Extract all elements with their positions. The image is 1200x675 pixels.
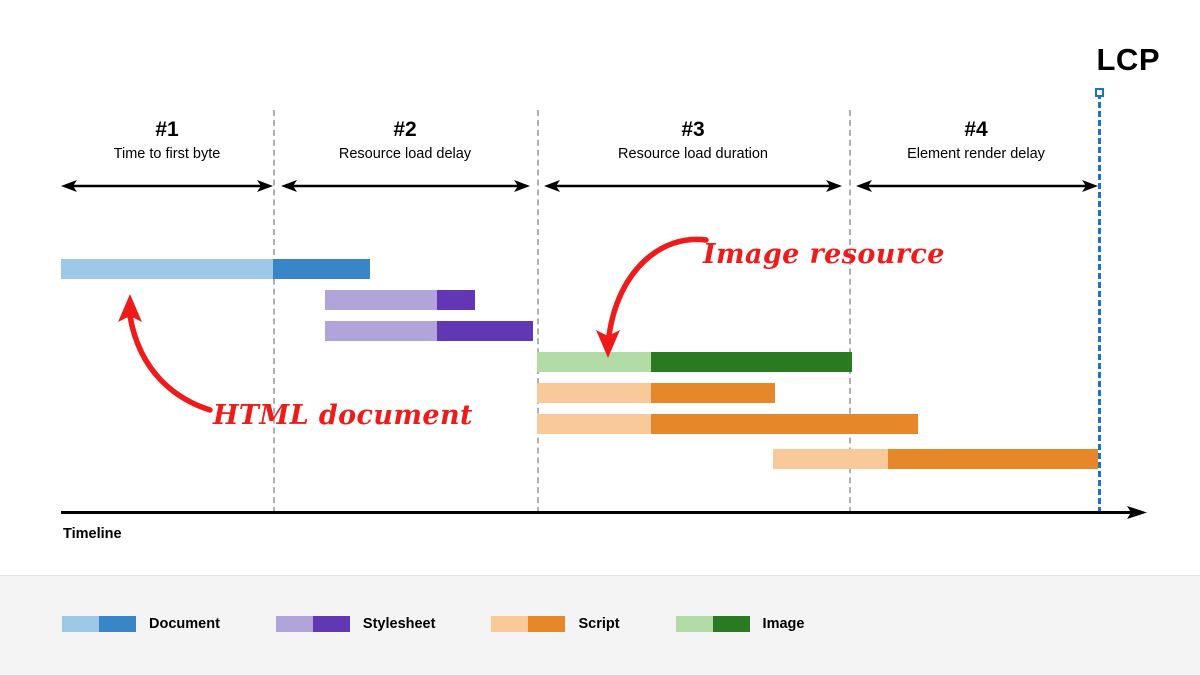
lcp-title: LCP [1096,42,1160,77]
resource-bar-stylesheet-2 [325,290,475,310]
image-resource-arrow-icon [588,232,713,362]
legend-swatch-image [675,616,750,632]
legend-swatch-script [491,616,566,632]
lcp-marker-icon [1095,88,1104,97]
phase-4-number: #4 [964,118,988,141]
phase-1-span-arrow-icon [61,180,273,192]
legend-swatch-document [62,616,136,632]
phase-3-span-arrow-icon [544,180,842,192]
bar-segment-transfer [651,383,775,403]
legend-label-stylesheet: Stylesheet [362,616,436,632]
legend-panel: Document Stylesheet Script Image [0,575,1200,675]
legend-label-image: Image [762,616,805,632]
legend-item-document[interactable]: Document [62,616,220,632]
legend-item-image[interactable]: Image [675,616,805,632]
bar-segment-wait [325,321,437,341]
bar-segment-wait [537,414,651,434]
legend-item-stylesheet[interactable]: Stylesheet [275,616,436,632]
bar-segment-transfer [651,352,852,372]
phase-4-label: Element render delay [907,146,1045,163]
bar-segment-transfer [437,290,475,310]
legend-label-script: Script [578,616,620,632]
bar-segment-wait [773,449,888,469]
phase-3-number: #3 [681,118,705,141]
resource-bar-script-5 [537,383,775,403]
legend-item-script[interactable]: Script [491,616,620,632]
phase-2-label: Resource load delay [338,146,472,163]
resource-bar-script-7 [773,449,1098,469]
phase-divider-2 [537,110,539,513]
resource-bar-image-4 [537,352,852,372]
bar-segment-wait [537,383,651,403]
lcp-dashed-line [1098,93,1101,513]
html-document-arrow-icon [118,288,218,413]
annotation-image-resource-label: Image resource [703,239,945,270]
bar-segment-wait [61,259,273,279]
phase-divider-1 [273,110,275,513]
timeline-axis-label: Timeline [63,526,122,542]
legend-swatch-stylesheet [275,616,350,632]
resource-bar-stylesheet-3 [325,321,533,341]
phase-4-span-arrow-icon [856,180,1098,192]
bar-segment-transfer [888,449,1098,469]
resource-bar-script-6 [537,414,918,434]
timeline-axis [61,506,1151,520]
legend-items: Document Stylesheet Script Image [62,616,860,632]
bar-segment-wait [537,352,651,372]
legend-label-document: Document [149,616,220,632]
phase-1-label: Time to first byte [113,146,221,163]
phase-3-label: Resource load duration [618,146,768,163]
bar-segment-transfer [651,414,918,434]
phase-1-number: #1 [155,118,179,141]
bar-segment-wait [325,290,437,310]
bar-segment-transfer [437,321,533,341]
bar-segment-transfer [273,259,370,279]
annotation-html-document-label: HTML document [213,400,473,431]
resource-bar-document-1 [61,259,370,279]
phase-2-number: #2 [393,118,417,141]
phase-divider-3 [849,110,851,513]
phase-2-span-arrow-icon [281,180,530,192]
